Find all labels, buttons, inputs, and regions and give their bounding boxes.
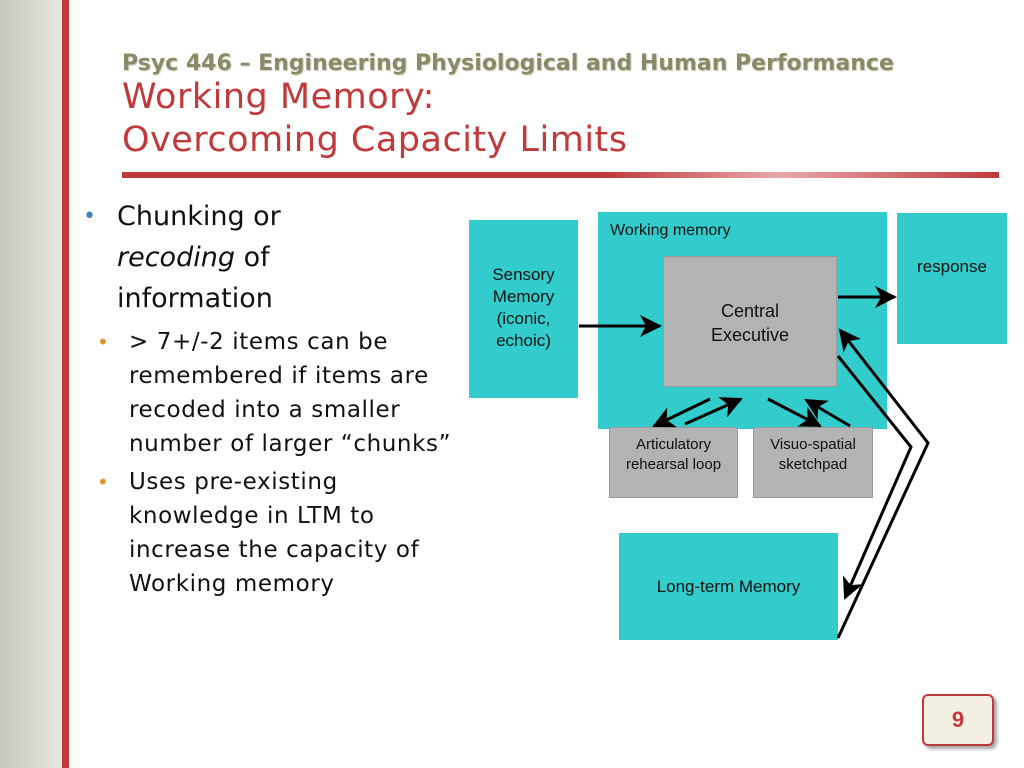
slide-title: Working Memory: Overcoming Capacity Limi… (122, 76, 628, 162)
sub-bullet-text: > 7+/-2 items can be remembered if items… (129, 329, 452, 457)
visuo-spatial-box: Visuo-spatial sketchpad (753, 427, 873, 498)
arrow-articulatory-to-executive (684, 397, 743, 426)
articulatory-loop-box: Articulatory rehearsal loop (609, 427, 738, 498)
working-memory-label: Working memory (610, 222, 731, 239)
central-line-1: Central (720, 301, 780, 321)
sub-bullet-ltm: • Uses pre-existing knowledge in LTM to … (83, 465, 463, 601)
bullet-text-line3: information (117, 283, 273, 314)
arrow-visuo-to-executive (804, 398, 851, 428)
arrow-executive-to-articulatory (652, 397, 711, 428)
sub-bullet-text: Uses pre-existing knowledge in LTM to in… (129, 469, 420, 597)
response-box: response (897, 213, 1007, 344)
bullet-chunking: • Chunking or recoding of information (83, 196, 463, 319)
title-underline-rule (122, 172, 999, 178)
central-executive-box: Central Executive (663, 256, 837, 387)
central-line-2: Executive (710, 325, 790, 345)
bullet-dot-icon: • (83, 204, 96, 229)
sub-bullet-capacity: • > 7+/-2 items can be remembered if ite… (83, 325, 463, 461)
bullet-text-post: of (243, 242, 270, 273)
arrow-executive-to-visuo (767, 397, 822, 428)
arrow-ltm-to-executive (836, 328, 930, 639)
arrow-executive-to-ltm (836, 355, 913, 600)
long-term-memory-box: Long-term Memory (619, 533, 838, 640)
sensory-memory-box: Sensory Memory (iconic, echoic) (469, 220, 578, 398)
course-subtitle: Psyc 446 – Engineering Physiological and… (122, 51, 894, 76)
title-line-2: Overcoming Capacity Limits (122, 120, 628, 160)
title-line-1: Working Memory: (122, 77, 435, 117)
bullet-text-pre: Chunking or (117, 201, 281, 232)
bullet-text-emphasis: recoding (117, 242, 235, 273)
left-decor-strip (0, 0, 62, 768)
sub-bullet-dot-icon: • (97, 330, 110, 354)
sub-bullet-dot-icon: • (97, 470, 110, 494)
page-number-badge: 9 (922, 694, 994, 746)
vertical-accent-rule (62, 0, 69, 768)
bullet-list: • Chunking or recoding of information • … (83, 196, 463, 601)
